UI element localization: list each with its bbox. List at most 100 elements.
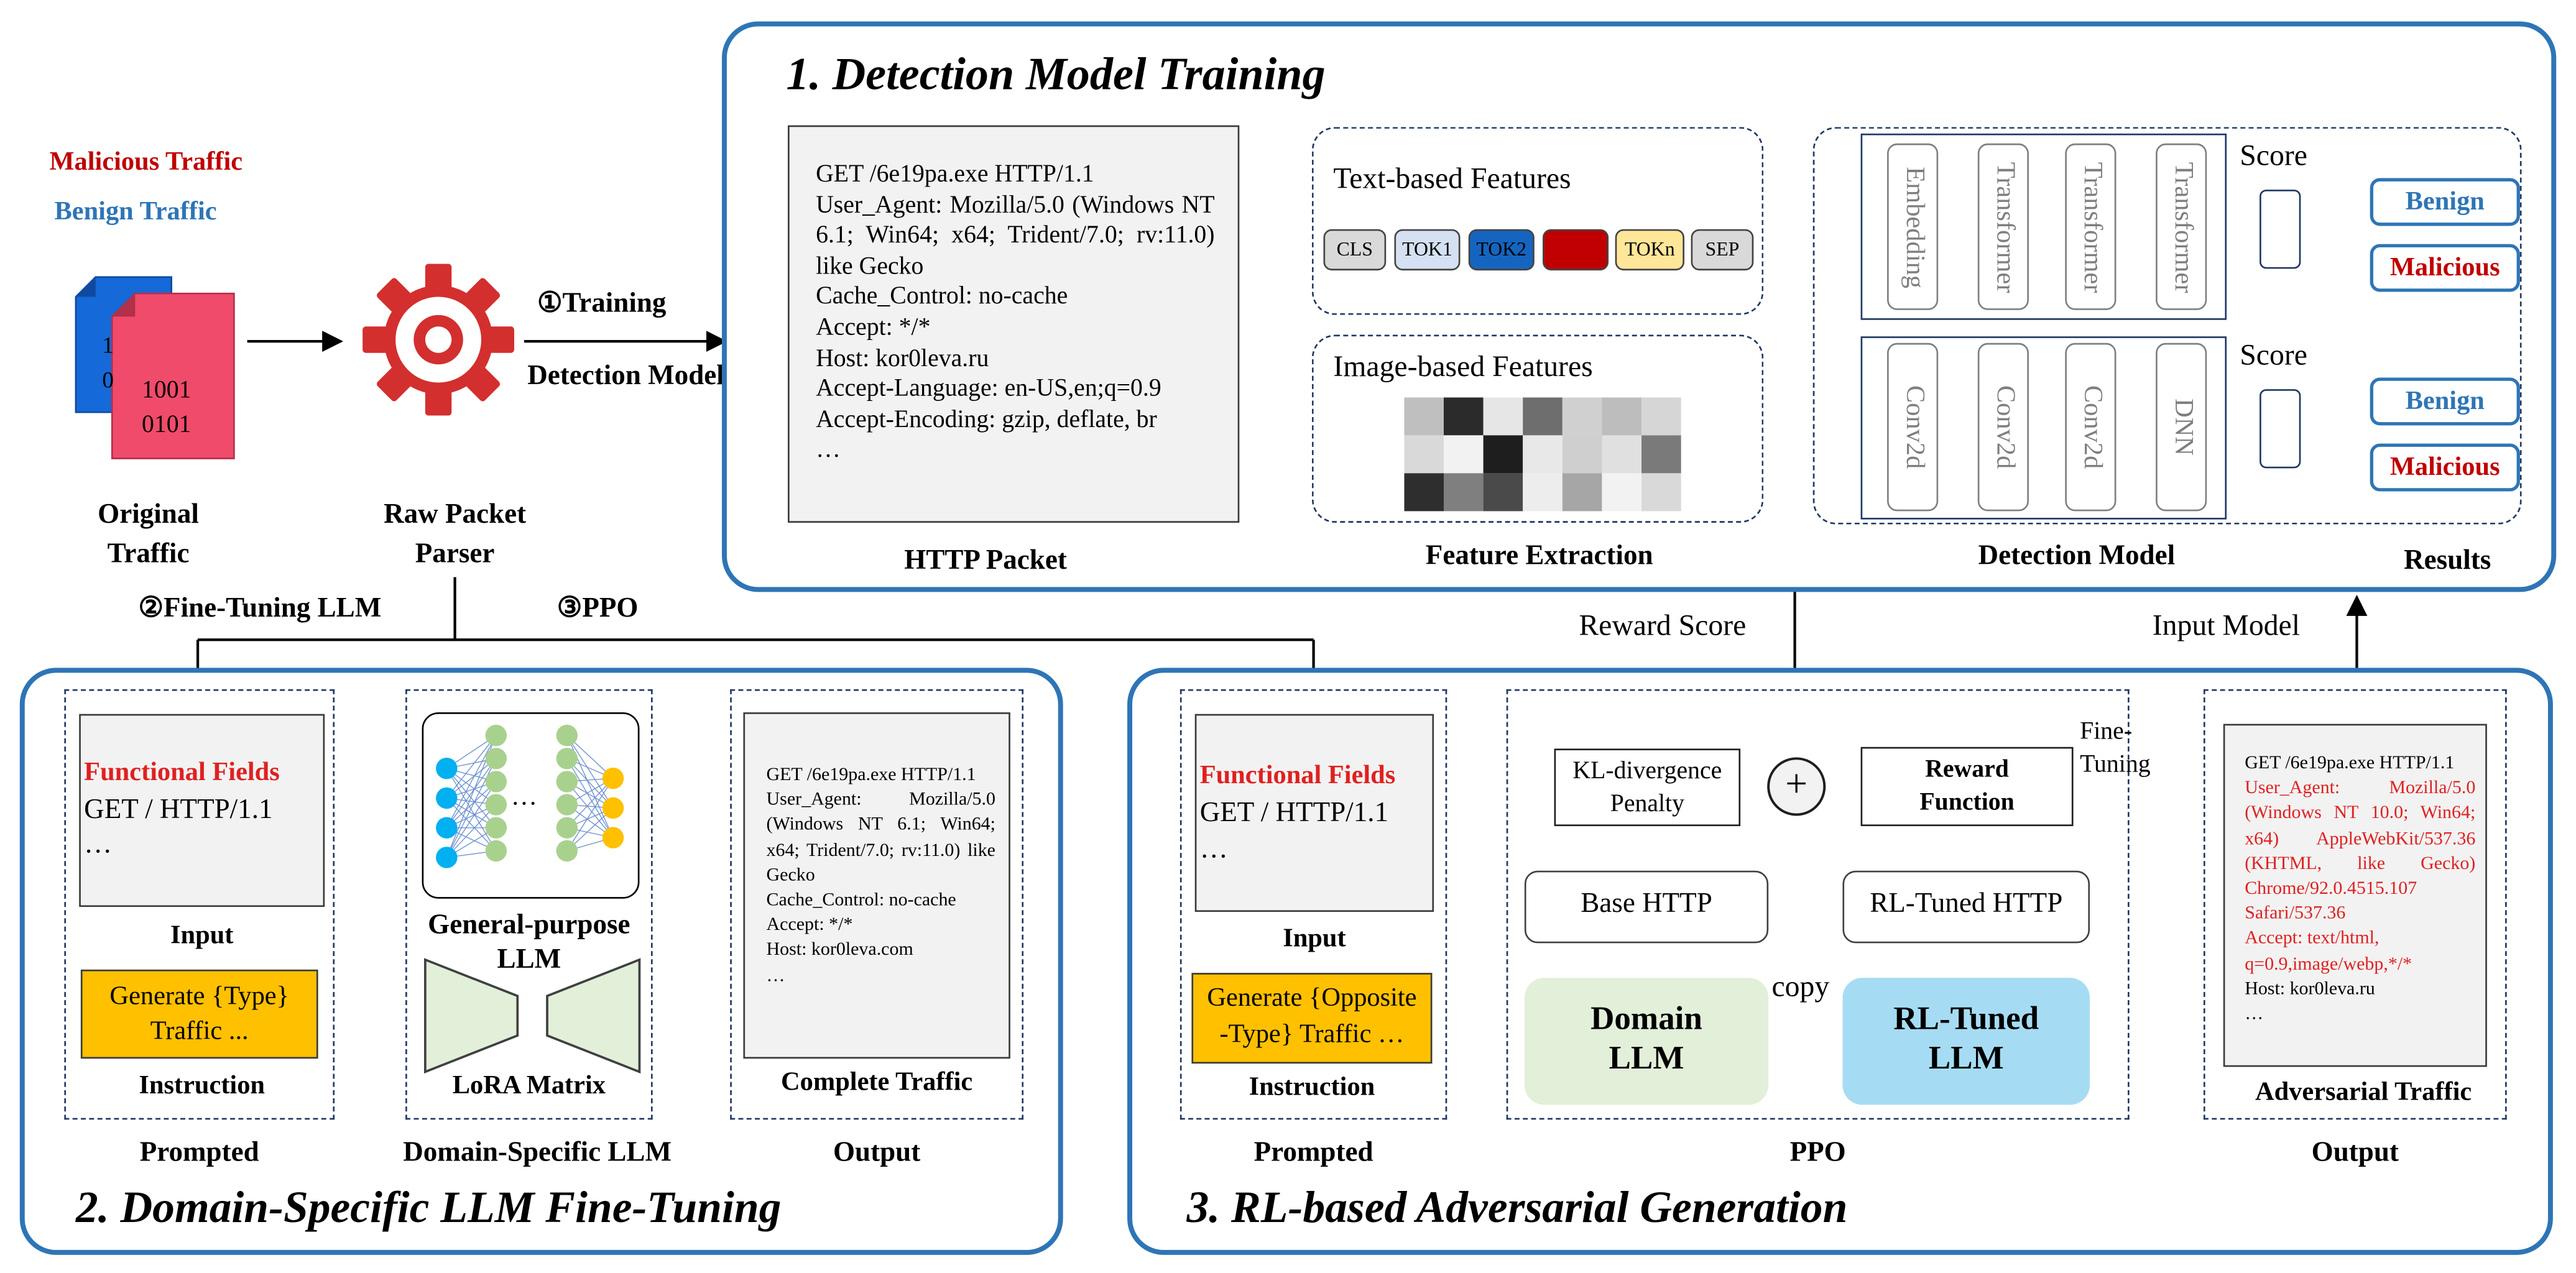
rl-http-box: RL-Tuned HTTP bbox=[1842, 870, 2090, 944]
instruction-box: Generate {Opposite -Type} Traffic … bbox=[1191, 973, 1433, 1064]
finetune-step: ②Fine-Tuning LLM bbox=[138, 592, 382, 623]
output-line: Accept: */* bbox=[766, 915, 853, 935]
http-line: Cache_Control: no-cache bbox=[816, 284, 1068, 311]
reward-score-label: Reward Score bbox=[1579, 608, 1747, 641]
fine-tuning-label: Fine- Tuning bbox=[2080, 719, 2151, 779]
output-line: … bbox=[766, 965, 785, 986]
panel2-title: 2. Domain-Specific LLM Fine-Tuning bbox=[75, 1182, 782, 1232]
rl-llm-box: RL-Tuned LLM bbox=[1842, 978, 2090, 1105]
result-malicious: Malicious bbox=[2370, 443, 2520, 492]
reward-function-box: Reward Function bbox=[1860, 747, 2074, 827]
adversarial-traffic-label: Adversarial Traffic bbox=[2255, 1078, 2472, 1107]
token-tok1: TOK1 bbox=[1394, 229, 1461, 271]
score-label-image: Score bbox=[2240, 338, 2307, 371]
results-label: Results bbox=[2404, 544, 2491, 576]
adv-line: GET /6e19pa.exe HTTP/1.1 bbox=[2245, 753, 2455, 774]
ppo-label: PPO bbox=[1789, 1136, 1846, 1168]
http-line: GET /6e19pa.exe HTTP/1.1 bbox=[816, 161, 1094, 188]
input-line: GET / HTTP/1.1 bbox=[1199, 796, 1389, 828]
http-line: Accept-Language: en-US,en;q=0.9 bbox=[816, 376, 1161, 403]
instruction-label: Instruction bbox=[1249, 1073, 1375, 1102]
neural-network-icon bbox=[436, 724, 624, 868]
http-line: Host: kor0leva.ru bbox=[816, 345, 989, 372]
image-layer: Conv2d bbox=[1887, 342, 1939, 512]
kl-penalty-box: KL-divergence Penalty bbox=[1554, 748, 1741, 827]
adv-line: Host: kor0leva.ru bbox=[2245, 979, 2375, 1000]
http-line: … bbox=[816, 437, 841, 464]
http-packet-label: HTTP Packet bbox=[904, 544, 1067, 576]
input-box: Functional Fields GET / HTTP/1.1 … bbox=[79, 714, 325, 908]
adv-line-modified: User_Agent: Mozilla/5.0 (Windows NT 10.0… bbox=[2245, 778, 2476, 924]
result-benign: Benign bbox=[2370, 377, 2520, 426]
legend-benign: Benign Traffic bbox=[54, 198, 217, 226]
domain-specific-llm-label: Domain-Specific LLM bbox=[403, 1136, 672, 1168]
token-tok2: TOK2 bbox=[1468, 229, 1535, 271]
text-layer: Transformer bbox=[2156, 143, 2207, 310]
llm-ellipsis: … bbox=[510, 783, 538, 812]
adv-line-modified: Accept: text/html, q=0.9,image/webp,*/* bbox=[2245, 929, 2412, 974]
file-bits: 1001 0101 bbox=[141, 377, 192, 439]
general-llm-label: General-purpose LLM bbox=[428, 908, 630, 975]
adv-line: … bbox=[2245, 1004, 2264, 1024]
text-layer: Transformer bbox=[1977, 143, 2029, 310]
score-label-text: Score bbox=[2240, 138, 2307, 172]
image-layer: DNN bbox=[2156, 342, 2207, 512]
file-icon bbox=[75, 276, 235, 459]
panel3-title: 3. RL-based Adversarial Generation bbox=[1186, 1182, 1848, 1232]
feature-image-grid bbox=[1404, 397, 1681, 512]
text-layer: Transformer bbox=[2065, 143, 2117, 310]
http-packet-box: GET /6e19pa.exe HTTP/1.1 User_Agent: Moz… bbox=[788, 125, 1240, 523]
token-cls: CLS bbox=[1323, 229, 1387, 271]
feature-extraction-label: Feature Extraction bbox=[1425, 539, 1653, 571]
panel1-title: 1. Detection Model Training bbox=[786, 49, 1326, 101]
domain-llm-box: Domain LLM bbox=[1524, 978, 1769, 1105]
complete-traffic-label: Complete Traffic bbox=[781, 1068, 973, 1097]
gear-icon bbox=[362, 264, 515, 416]
plus-sign: + bbox=[1785, 763, 1808, 807]
adversarial-traffic-box: GET /6e19pa.exe HTTP/1.1 User_Agent: Moz… bbox=[2223, 724, 2487, 1067]
prompted-label: Prompted bbox=[1253, 1136, 1373, 1168]
functional-fields-label: Functional Fields bbox=[1199, 761, 1396, 790]
copy-label: copy bbox=[1771, 969, 1830, 1003]
text-features-label: Text-based Features bbox=[1333, 161, 1571, 195]
input-line: … bbox=[1199, 832, 1228, 865]
lora-label: LoRA Matrix bbox=[452, 1072, 606, 1100]
http-line: Accept-Encoding: gzip, deflate, br bbox=[816, 407, 1157, 434]
functional-fields-label: Functional Fields bbox=[84, 758, 280, 787]
image-layer: Conv2d bbox=[2065, 342, 2117, 512]
output-line: Cache_Control: no-cache bbox=[766, 890, 956, 911]
input-line: GET / HTTP/1.1 bbox=[84, 793, 273, 825]
text-features-box bbox=[1311, 127, 1764, 315]
detection-model-step: Detection Model bbox=[527, 359, 724, 391]
token-sep: SEP bbox=[1691, 229, 1754, 271]
detection-model-label: Detection Model bbox=[1978, 539, 2176, 571]
training-step: ①Training bbox=[537, 287, 667, 319]
token-ellipsis: … bbox=[1543, 229, 1609, 271]
original-traffic-label: Original Traffic bbox=[98, 498, 199, 569]
file-bits-back: 1 0 bbox=[102, 334, 114, 395]
output-label: Output bbox=[833, 1136, 921, 1168]
output-label: Output bbox=[2311, 1136, 2399, 1168]
image-layer: Conv2d bbox=[1977, 342, 2029, 512]
ppo-step: ③PPO bbox=[556, 592, 639, 623]
raw-parser-label: Raw Packet Parser bbox=[384, 498, 527, 569]
input-label: Input bbox=[1283, 925, 1346, 954]
token-tokn: TOKn bbox=[1615, 229, 1684, 271]
prompted-label: Prompted bbox=[139, 1136, 259, 1168]
instruction-label: Instruction bbox=[139, 1072, 265, 1100]
output-line: GET /6e19pa.exe HTTP/1.1 bbox=[766, 765, 976, 785]
input-label: Input bbox=[170, 921, 234, 950]
input-model-label: Input Model bbox=[2152, 608, 2301, 641]
image-score-box bbox=[2260, 389, 2301, 469]
lora-trapezoid-icon bbox=[424, 958, 641, 1074]
result-benign: Benign bbox=[2370, 178, 2520, 226]
input-box: Functional Fields GET / HTTP/1.1 … bbox=[1194, 714, 1434, 912]
base-http-box: Base HTTP bbox=[1524, 870, 1769, 944]
plus-icon bbox=[1767, 757, 1826, 816]
text-layer: Embedding bbox=[1887, 143, 1939, 310]
output-line: User_Agent: Mozilla/5.0 (Windows NT 6.1;… bbox=[766, 790, 996, 886]
image-features-label: Image-based Features bbox=[1333, 349, 1593, 383]
output-line: Host: kor0leva.com bbox=[766, 940, 913, 961]
http-line: Accept: */* bbox=[816, 315, 931, 342]
http-line: User_Agent: Mozilla/5.0 (Windows NT 6.1;… bbox=[816, 192, 1215, 280]
